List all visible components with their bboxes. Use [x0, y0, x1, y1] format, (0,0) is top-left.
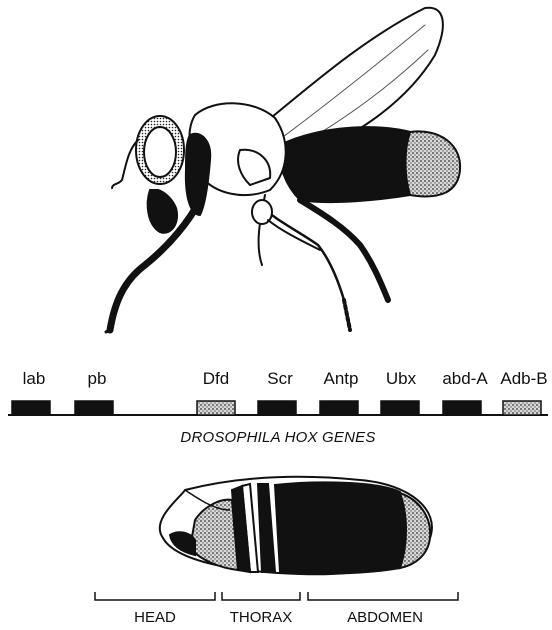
gene-box-ubx: [381, 401, 419, 415]
gene-label-antp: Antp: [324, 369, 359, 388]
gene-label-ubx: Ubx: [386, 369, 417, 388]
fly-mouthparts: [148, 190, 177, 233]
fly-illustration: [106, 8, 460, 332]
gene-box-antp: [320, 401, 358, 415]
gene-box-adb-b: [503, 401, 541, 415]
gene-box-scr: [258, 401, 296, 415]
thorax-bracket: [222, 592, 300, 600]
embryo-illustration: [160, 477, 432, 574]
fly-leg-3: [300, 200, 388, 300]
gene-label-abd-a: abd-A: [442, 369, 488, 388]
fly-abdomen-tip: [406, 131, 461, 196]
gene-box-pb: [75, 401, 113, 415]
head-bracket: [95, 592, 215, 600]
region-label-abdomen: ABDOMEN: [347, 609, 423, 626]
gene-map-caption: DROSOPHILA HOX GENES: [180, 429, 375, 446]
fly-eye: [144, 127, 176, 177]
region-label-thorax: THORAX: [230, 609, 293, 626]
gene-label-lab: lab: [23, 369, 46, 388]
region-label-head: HEAD: [134, 609, 176, 626]
embryo-abdomen: [275, 482, 407, 573]
gene-map: lab pb Dfd Scr Antp Ubx abd-A Adb-B: [8, 369, 548, 415]
gene-label-scr: Scr: [267, 369, 293, 388]
gene-label-adb-b: Adb-B: [500, 369, 547, 388]
gene-box-dfd: [197, 401, 235, 415]
abdomen-bracket: [308, 592, 458, 600]
gene-box-lab: [12, 401, 50, 415]
region-brackets: [95, 592, 458, 600]
gene-label-pb: pb: [88, 369, 107, 388]
gene-box-abd-a: [443, 401, 481, 415]
gene-label-dfd: Dfd: [203, 369, 229, 388]
